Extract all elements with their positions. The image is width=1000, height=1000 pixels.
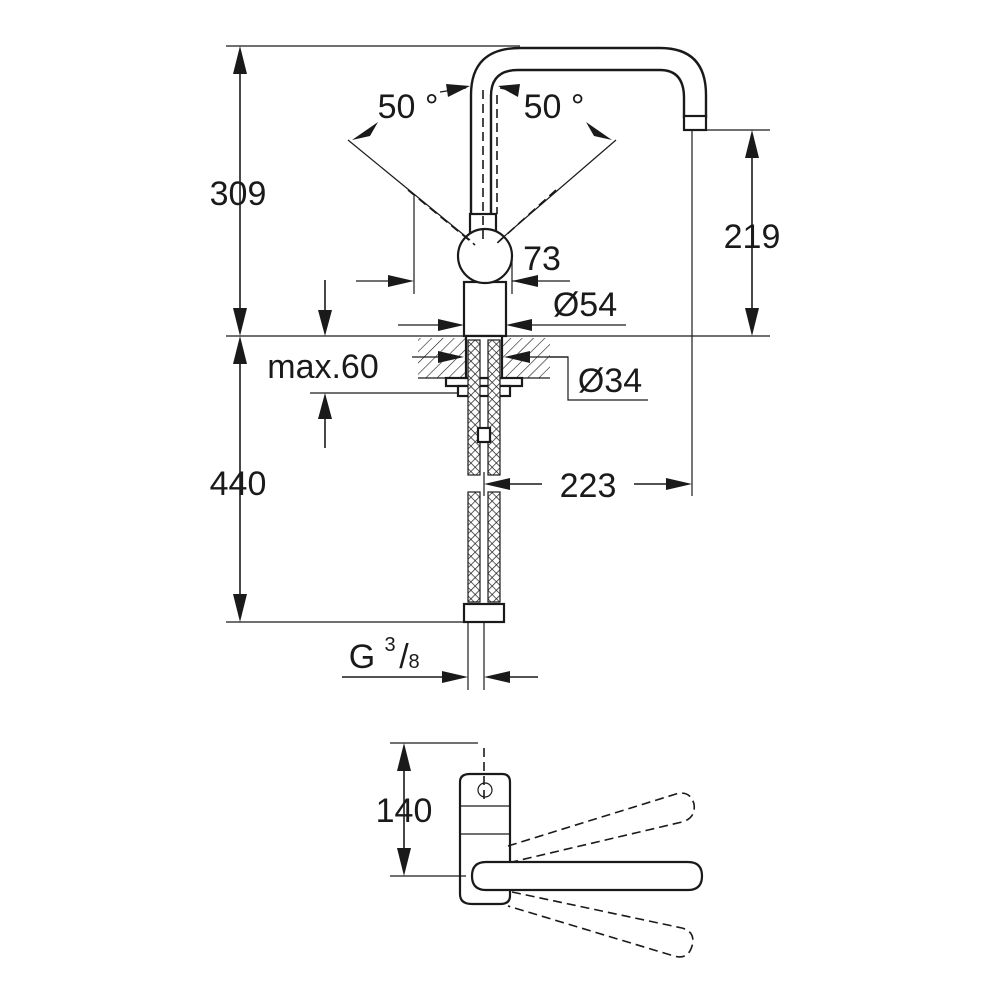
counter-thickness-label: max.60	[267, 348, 379, 386]
connection-slash: /	[399, 638, 409, 676]
plan-view: 140	[376, 742, 704, 958]
dim-73	[356, 275, 570, 287]
angle-right-label: 50 °	[524, 88, 585, 126]
dim-309	[226, 45, 520, 336]
dim-140	[390, 742, 478, 877]
connection-g-label: G	[349, 638, 375, 676]
dim-219	[706, 129, 770, 336]
supply-hoses	[462, 339, 506, 624]
dim-max60	[310, 280, 458, 448]
spout-reach-label: 223	[560, 467, 617, 505]
connection-denominator: 8	[408, 651, 419, 673]
hose-connector	[462, 602, 506, 624]
angle-arrows	[352, 84, 612, 140]
hole-diameter-label: Ø34	[578, 362, 642, 400]
connection-numerator: 3	[384, 634, 395, 656]
angle-left-label: 50 °	[378, 88, 439, 126]
plan-lever-center	[470, 860, 704, 892]
lever-offset-label: 73	[523, 240, 561, 278]
height-219-label: 219	[724, 218, 781, 256]
dim-223	[483, 130, 693, 496]
height-309-label: 309	[210, 175, 267, 213]
plan-lever-swing	[507, 792, 696, 958]
plan-depth-label: 140	[376, 792, 433, 830]
faucet-body	[456, 90, 514, 338]
dim-54	[398, 319, 626, 331]
spout-outlet	[682, 114, 708, 132]
side-view: 309 219 50 ° 50 ° 73	[210, 45, 781, 690]
spout	[469, 46, 708, 214]
dim-34	[412, 351, 648, 401]
body-diameter-label: Ø54	[553, 286, 617, 324]
dim-440	[233, 336, 247, 622]
hose-length-label: 440	[210, 465, 267, 503]
dim-g38	[342, 622, 538, 690]
lever-swing-lines	[347, 139, 617, 294]
